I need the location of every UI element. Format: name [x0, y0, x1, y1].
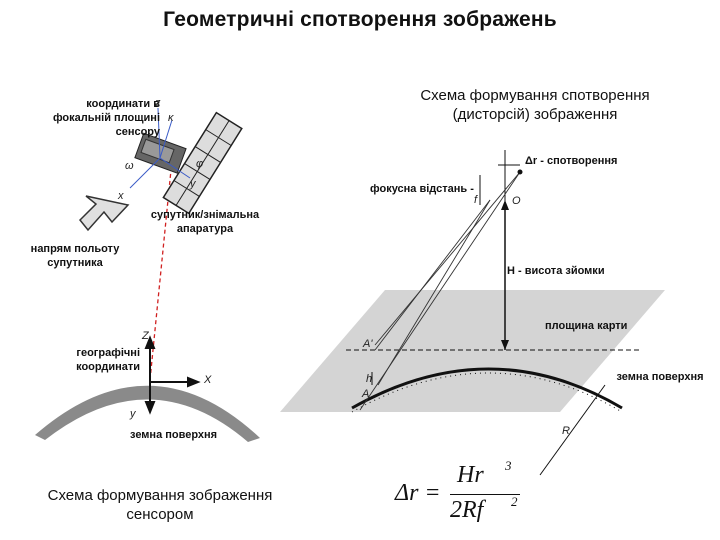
formula-lhs: Δr = [395, 480, 441, 506]
distortion-formula: Δr = Hr 3 2Rf 2 [395, 458, 535, 532]
page-title: Геометричні спотворення зображень [163, 8, 557, 31]
map-plane [280, 290, 665, 412]
X-axis-label: X [204, 374, 212, 386]
left-caption: Схема формування зображення сенсором [47, 487, 273, 523]
focal-length-label: фокусна відстань - [370, 183, 474, 195]
distortion-label: Δr - спотворення [525, 155, 618, 167]
map-plane-label: площина карти [545, 320, 628, 332]
earth-arc [35, 385, 260, 442]
x-axis-label: x [118, 190, 124, 202]
radius-line [539, 384, 606, 476]
h-label: h [366, 373, 373, 385]
sensor-axes [129, 107, 191, 189]
formula-den-exp: 2 [511, 494, 518, 509]
f-label: f [474, 194, 478, 206]
geo-coords-label: географічні координати [76, 347, 140, 373]
flight-direction-label: напрям польоту супутника [30, 243, 120, 269]
satellite-icon [134, 111, 243, 215]
surface-label: земна поверхня [616, 371, 704, 383]
phi-label: φ [196, 158, 204, 170]
omega-label: ω [125, 160, 134, 172]
formula-num-exp: 3 [505, 458, 512, 473]
geo-axes [144, 335, 201, 415]
z-axis-label: z [155, 97, 161, 109]
A-label: A [362, 388, 370, 400]
kappa-label: κ [168, 112, 174, 124]
right-caption: Схема формування спотворення (дисторсій)… [420, 87, 650, 123]
rays [359, 171, 521, 411]
Y-axis-label: y [130, 408, 136, 420]
y-axis-label: y [190, 178, 196, 190]
R-label: R [562, 425, 570, 437]
earth-surface-label: земна поверхня [130, 429, 218, 441]
formula-numerator: Hr [457, 462, 484, 488]
flight-direction-arrow [78, 195, 130, 232]
satellite-label: супутник/знімальна апаратура [150, 209, 260, 235]
Z-axis-label: Z [142, 330, 149, 342]
A-prime-label: A' [363, 338, 373, 350]
formula-denominator: 2Rf [450, 497, 484, 523]
surface-curve [351, 367, 623, 410]
fraction-bar [450, 494, 520, 495]
height-label: H - висота зйомки [507, 265, 605, 277]
sensor-coords-label: координати в фокальній площині сенсору [52, 98, 160, 138]
O-label: O [512, 195, 521, 207]
